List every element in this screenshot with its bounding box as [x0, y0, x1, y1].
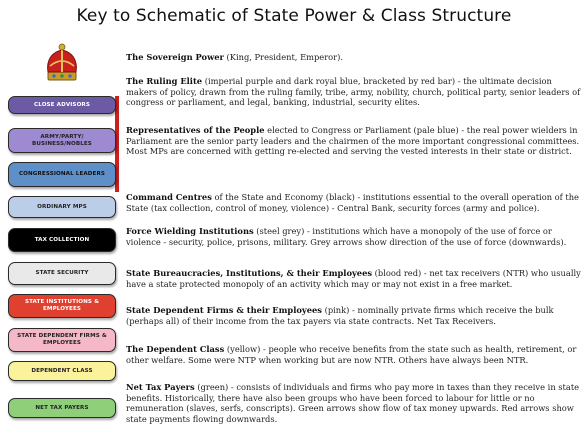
desc-state-bureaucracies: State Bureaucracies, Institutions, & the… [126, 268, 581, 289]
desc-representatives: Representatives of the People elected to… [126, 125, 580, 157]
legend-ordinary-mps: Ordinary MPs [8, 196, 116, 218]
desc-command-centres: Command Centres of the State and Economy… [126, 192, 579, 213]
legend-congressional-leaders: Congressional Leaders [8, 162, 116, 187]
desc-state-dependent-firms: State Dependent Firms & their Employees … [126, 305, 554, 326]
crown-icon [47, 43, 77, 81]
page-title: Key to Schematic of State Power & Class … [76, 6, 512, 26]
desc-force-wielding: Force Wielding Institutions (steel grey)… [126, 226, 567, 247]
legend-close-advisors: Close Advisors [8, 96, 116, 114]
legend-army-party-business-nobles: Army/Party/ Business/Nobles [8, 128, 116, 153]
desc-ruling-elite: The Ruling Elite (imperial purple and da… [126, 76, 581, 108]
desc-net-tax-payers: Net Tax Payers (green) - consists of ind… [126, 382, 580, 425]
legend-state-security: State Security [8, 262, 116, 285]
legend-state-dependent-firms: State Dependent Firms & Employees [8, 328, 116, 352]
legend-tax-collection: Tax Collection [8, 228, 116, 252]
desc-sovereign-power: The Sovereign Power (King, President, Em… [126, 52, 344, 62]
legend-dependent-class: Dependent Class [8, 361, 116, 381]
desc-dependent-class: The Dependent Class (yellow) - people wh… [126, 344, 577, 365]
legend-net-tax-payers: Net Tax Payers [8, 398, 116, 418]
legend-state-institutions: State Institutions & Employees [8, 294, 116, 318]
ruling-elite-bracket-bar [115, 96, 119, 192]
